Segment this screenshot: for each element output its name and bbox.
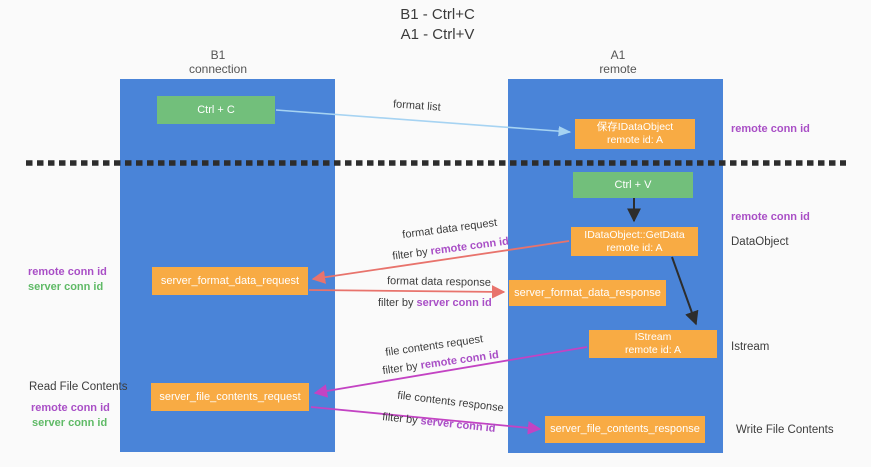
left-remote-conn-id-1-label: remote conn id [28,266,107,278]
istream-line1: IStream [634,331,672,343]
ctrl-c-label: Ctrl + C [197,103,235,116]
file-contents-request-filter-prefix: filter by [381,360,419,378]
server-format-data-request-label: server_format_data_request [160,274,300,287]
save-idataobject-line1: 保存IDataObject [596,121,674,133]
file-contents-response-label: file contents response [396,389,505,415]
format-list-label: format list [392,98,442,114]
file-contents-response-filter-prefix: filter by [381,411,419,427]
left-server-conn-id-1-label: server conn id [28,281,104,293]
istream-box: IStream remote id: A [589,330,717,358]
format-data-request-filter-prefix: filter by [391,246,429,263]
istream-line2: remote id: A [624,344,682,356]
ctrl-v-box: Ctrl + V [573,172,693,198]
file-contents-response-filter-key: server conn id [419,415,496,435]
title-line-2: A1 - Ctrl+V [400,26,475,43]
format-data-request-filter-key: remote conn id [429,235,510,258]
right-remote-conn-id-top-label: remote conn id [731,123,810,135]
server-format-data-response-label: server_format_data_response [514,286,661,299]
left-server-conn-id-2-label: server conn id [32,417,108,429]
title-line-1: B1 - Ctrl+C [400,6,475,23]
format-data-response-label: format data response [386,275,492,289]
right-remote-conn-id-mid-label: remote conn id [731,211,810,223]
left-column-subtitle: connection [188,62,248,76]
save-idataobject-line2: remote id: A [606,134,664,146]
istream-side-label: Istream [731,341,770,353]
left-column-name: B1 [210,48,226,62]
server-file-contents-response-box: server_file_contents_response [545,416,705,443]
format-data-response-filter-prefix: filter by [378,297,414,309]
dataobject-label: DataObject [731,236,789,248]
server-file-contents-request-box: server_file_contents_request [151,383,309,411]
format-data-response-arrow [308,285,506,299]
idataobject-getdata-line2: remote id: A [606,241,663,254]
diagram-title: B1 - Ctrl+C A1 - Ctrl+V [345,5,530,45]
write-file-contents-label: Write File Contents [736,424,834,436]
read-file-contents-label: Read File Contents [29,381,128,393]
idataobject-getdata-line1: IDataObject::GetData [584,228,685,241]
server-file-contents-response-label: server_file_contents_response [550,423,700,435]
left-column-header: B1 connection [148,48,288,76]
ctrl-c-box: Ctrl + C [157,96,275,124]
server-format-data-request-box: server_format_data_request [152,267,308,295]
left-remote-conn-id-2-label: remote conn id [31,402,110,414]
idataobject-getdata-box: IDataObject::GetData remote id: A [571,227,698,256]
format-data-response-filter-key: server conn id [416,297,492,309]
save-idataobject-box: 保存IDataObject remote id: A [575,119,695,149]
ctrl-v-label: Ctrl + V [614,178,652,191]
server-file-contents-request-label: server_file_contents_request [159,390,301,403]
right-column-subtitle: remote [599,62,637,76]
right-column-header: A1 remote [548,48,688,76]
server-format-data-response-box: server_format_data_response [509,280,666,306]
right-column-name: A1 [610,48,626,62]
